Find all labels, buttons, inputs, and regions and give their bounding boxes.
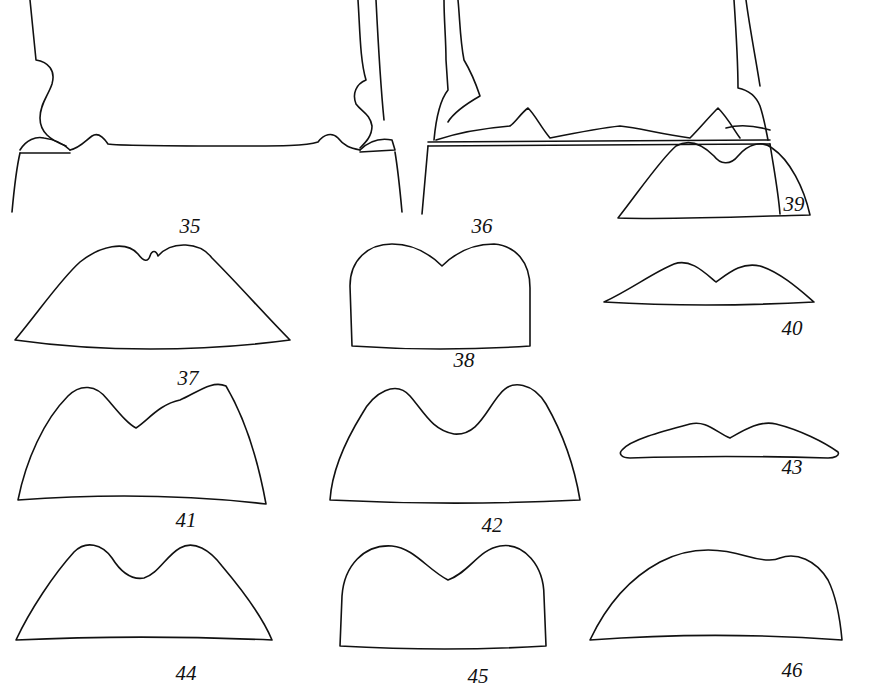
figure-number: 46: [782, 660, 803, 681]
figure-number: 38: [454, 350, 475, 371]
figure-39-outline: [618, 143, 810, 219]
figure-36-outline: [422, 0, 780, 214]
figure-42-outline: [330, 385, 580, 503]
figure-35-outline: [12, 0, 402, 212]
figure-number: 37: [178, 368, 199, 389]
figure-46-outline: [590, 550, 842, 640]
figure-number: 41: [176, 510, 197, 531]
figure-38-outline: [350, 244, 530, 349]
figure-number: 42: [482, 515, 503, 536]
figure-45-outline: [340, 546, 546, 649]
figure-number: 40: [782, 318, 803, 339]
figure-44-outline: [16, 545, 272, 640]
figure-number: 44: [176, 663, 197, 684]
figure-number: 43: [782, 457, 803, 478]
figure-43-outline: [620, 423, 838, 458]
figure-number: 35: [180, 216, 201, 237]
figure-number: 39: [784, 194, 805, 215]
figure-37-outline: [15, 245, 290, 349]
figure-40-outline: [604, 263, 814, 305]
figure-number: 36: [472, 216, 493, 237]
figure-41-outline: [18, 384, 266, 504]
figure-number: 45: [468, 666, 489, 687]
